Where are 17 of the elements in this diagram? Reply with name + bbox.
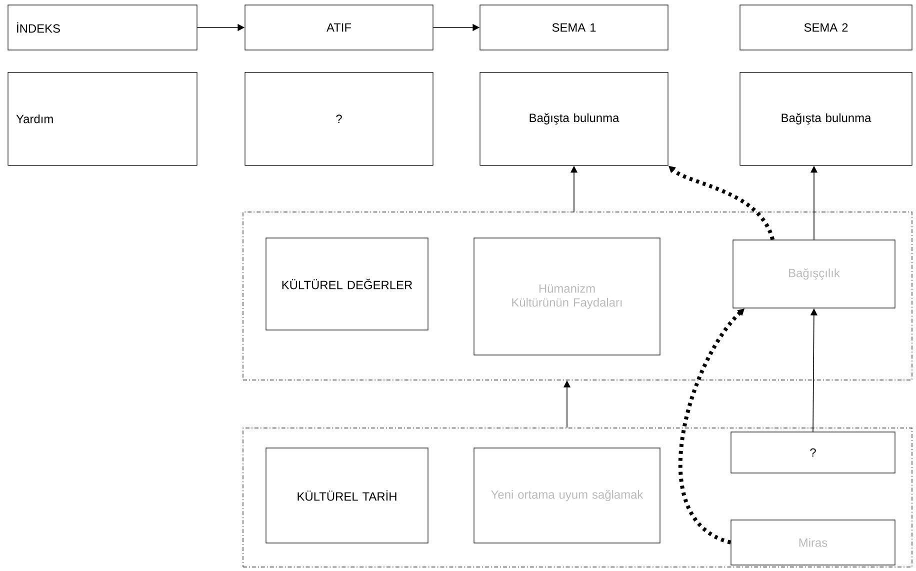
text-box: SEMA 1 bbox=[480, 4, 668, 50]
text-box: ATIF bbox=[244, 4, 434, 50]
text-box: Yardım bbox=[8, 72, 198, 166]
group-frame bbox=[242, 428, 912, 568]
group-frame bbox=[242, 212, 912, 380]
text-box: İNDEKS bbox=[8, 4, 198, 50]
text-box: Bağışta bulunma bbox=[480, 72, 668, 166]
text-box: Miras bbox=[730, 520, 896, 566]
text-box: KÜLTÜREL DEĞERLER bbox=[266, 238, 428, 330]
text-box: Bağışçılık bbox=[732, 240, 896, 308]
text-box: SEMA 2 bbox=[740, 4, 912, 50]
text-box: ? bbox=[730, 432, 896, 474]
text-box: Hümanizm Kültürünün Faydaları bbox=[474, 238, 660, 356]
text-box: ? bbox=[244, 72, 434, 166]
text-box: Bağışta bulunma bbox=[740, 72, 912, 166]
text-box: KÜLTÜREL TARİH bbox=[266, 448, 428, 544]
text-box: Yeni ortama uyum sağlamak bbox=[474, 448, 660, 544]
